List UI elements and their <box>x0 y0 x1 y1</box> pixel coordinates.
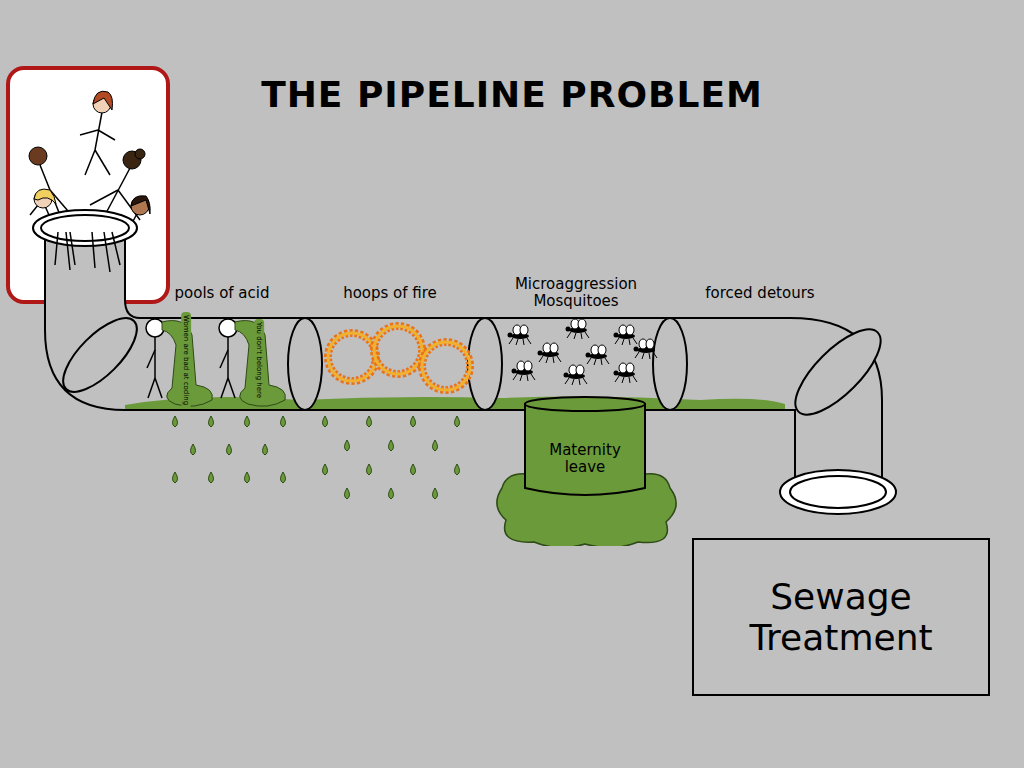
acid-drop <box>323 416 328 427</box>
falling-legs <box>92 232 95 268</box>
pipe-joints <box>288 318 322 410</box>
falling-legs <box>112 232 120 265</box>
node-text: Sewage Treatment <box>726 576 956 659</box>
section-label: pools of acid <box>142 285 302 302</box>
stick-figure <box>155 378 162 398</box>
acid-sludge <box>125 396 785 409</box>
funnel-opening <box>41 215 129 241</box>
acid-drop <box>411 464 416 475</box>
falling-legs <box>55 232 58 265</box>
acid-drop <box>209 416 214 427</box>
acid-drop <box>209 472 214 483</box>
acid-drop <box>411 416 416 427</box>
stick-figure <box>228 378 235 398</box>
stick-figure <box>227 337 229 378</box>
mosquito-swarm <box>614 325 638 345</box>
process-box: Sewage Treatment <box>692 538 990 696</box>
mosquito-swarm <box>508 325 532 345</box>
people-group <box>105 168 130 215</box>
acid-drop <box>245 416 250 427</box>
pipe-joints <box>52 307 148 403</box>
acid-drop <box>173 416 178 427</box>
acid-drop <box>227 444 232 455</box>
people-group <box>80 130 98 135</box>
acid-drop <box>367 464 372 475</box>
mosquito-swarm <box>586 345 610 365</box>
acid-drop <box>345 440 350 451</box>
mosquito-swarm <box>564 365 588 385</box>
pipe-joints <box>780 470 896 514</box>
section-label: hoops of fire <box>310 285 470 302</box>
diagram-title: THE PIPELINE PROBLEM <box>212 74 812 115</box>
mosquito-swarm <box>508 319 658 385</box>
stick-figure <box>148 378 155 398</box>
people-heads <box>135 149 145 159</box>
pipe-joints <box>52 307 896 514</box>
acid-drop <box>455 464 460 475</box>
acid-drop <box>263 444 268 455</box>
acid-drop <box>455 416 460 427</box>
funnel-opening <box>33 210 137 246</box>
acid-drop <box>367 416 372 427</box>
people-heads <box>29 147 47 165</box>
speech-stream-text: You don't belong here <box>254 319 264 401</box>
acid-drop <box>323 464 328 475</box>
section-label: Microaggression Mosquitoes <box>496 276 656 311</box>
acid-drop <box>433 440 438 451</box>
bucket-rim <box>525 397 645 411</box>
fire-hoop <box>374 326 422 374</box>
stick-figure <box>221 378 228 398</box>
falling-legs <box>55 232 120 272</box>
acid-drop <box>281 416 286 427</box>
people-group <box>85 150 95 175</box>
pipe <box>45 228 882 492</box>
stick-figure <box>219 319 237 337</box>
funnel-opening <box>33 210 137 246</box>
fire-hoop <box>422 342 470 390</box>
people-heads <box>131 196 150 214</box>
fire-hoop <box>422 342 470 390</box>
people-group <box>95 150 110 175</box>
mosquito-swarm <box>634 339 658 359</box>
node-text: Maternity leave <box>535 442 635 477</box>
acid-drop <box>281 472 286 483</box>
section-label: forced detours <box>680 285 840 302</box>
falling-legs <box>66 232 70 270</box>
people-heads <box>34 189 56 204</box>
bucket-body <box>525 404 645 495</box>
people-group <box>90 190 118 205</box>
people-heads <box>93 91 113 110</box>
stick-figure <box>220 350 228 368</box>
fire-hoop <box>328 333 376 381</box>
stick-figure <box>146 319 164 337</box>
acid-drop <box>173 472 178 483</box>
fire-hoop <box>374 326 422 374</box>
falling-legs <box>104 232 110 272</box>
acid-drop <box>245 472 250 483</box>
mosquito-swarm <box>512 361 536 381</box>
acid-drops <box>173 416 460 499</box>
people-group <box>98 130 115 140</box>
falling-legs <box>70 232 75 265</box>
mosquito-swarm <box>538 343 562 363</box>
acid-drop <box>389 440 394 451</box>
speech-stream-text: Women are bad at coding <box>181 312 191 408</box>
stick-figure <box>154 337 156 378</box>
people-heads <box>29 91 150 215</box>
mosquito-swarm <box>614 363 638 383</box>
acid-drop <box>191 444 196 455</box>
pipe-joints <box>653 318 687 410</box>
maternity-bucket: Maternity leave <box>488 396 682 546</box>
stick-figure <box>147 350 155 368</box>
fire-hoop <box>328 326 470 390</box>
pipe-joints <box>783 317 893 427</box>
mosquito-swarm <box>566 319 590 339</box>
pipe-joints <box>790 476 886 508</box>
acid-drop <box>345 488 350 499</box>
fire-hoop <box>328 333 376 381</box>
acid-drop <box>389 488 394 499</box>
acid-drop <box>433 488 438 499</box>
pipe <box>45 228 882 492</box>
